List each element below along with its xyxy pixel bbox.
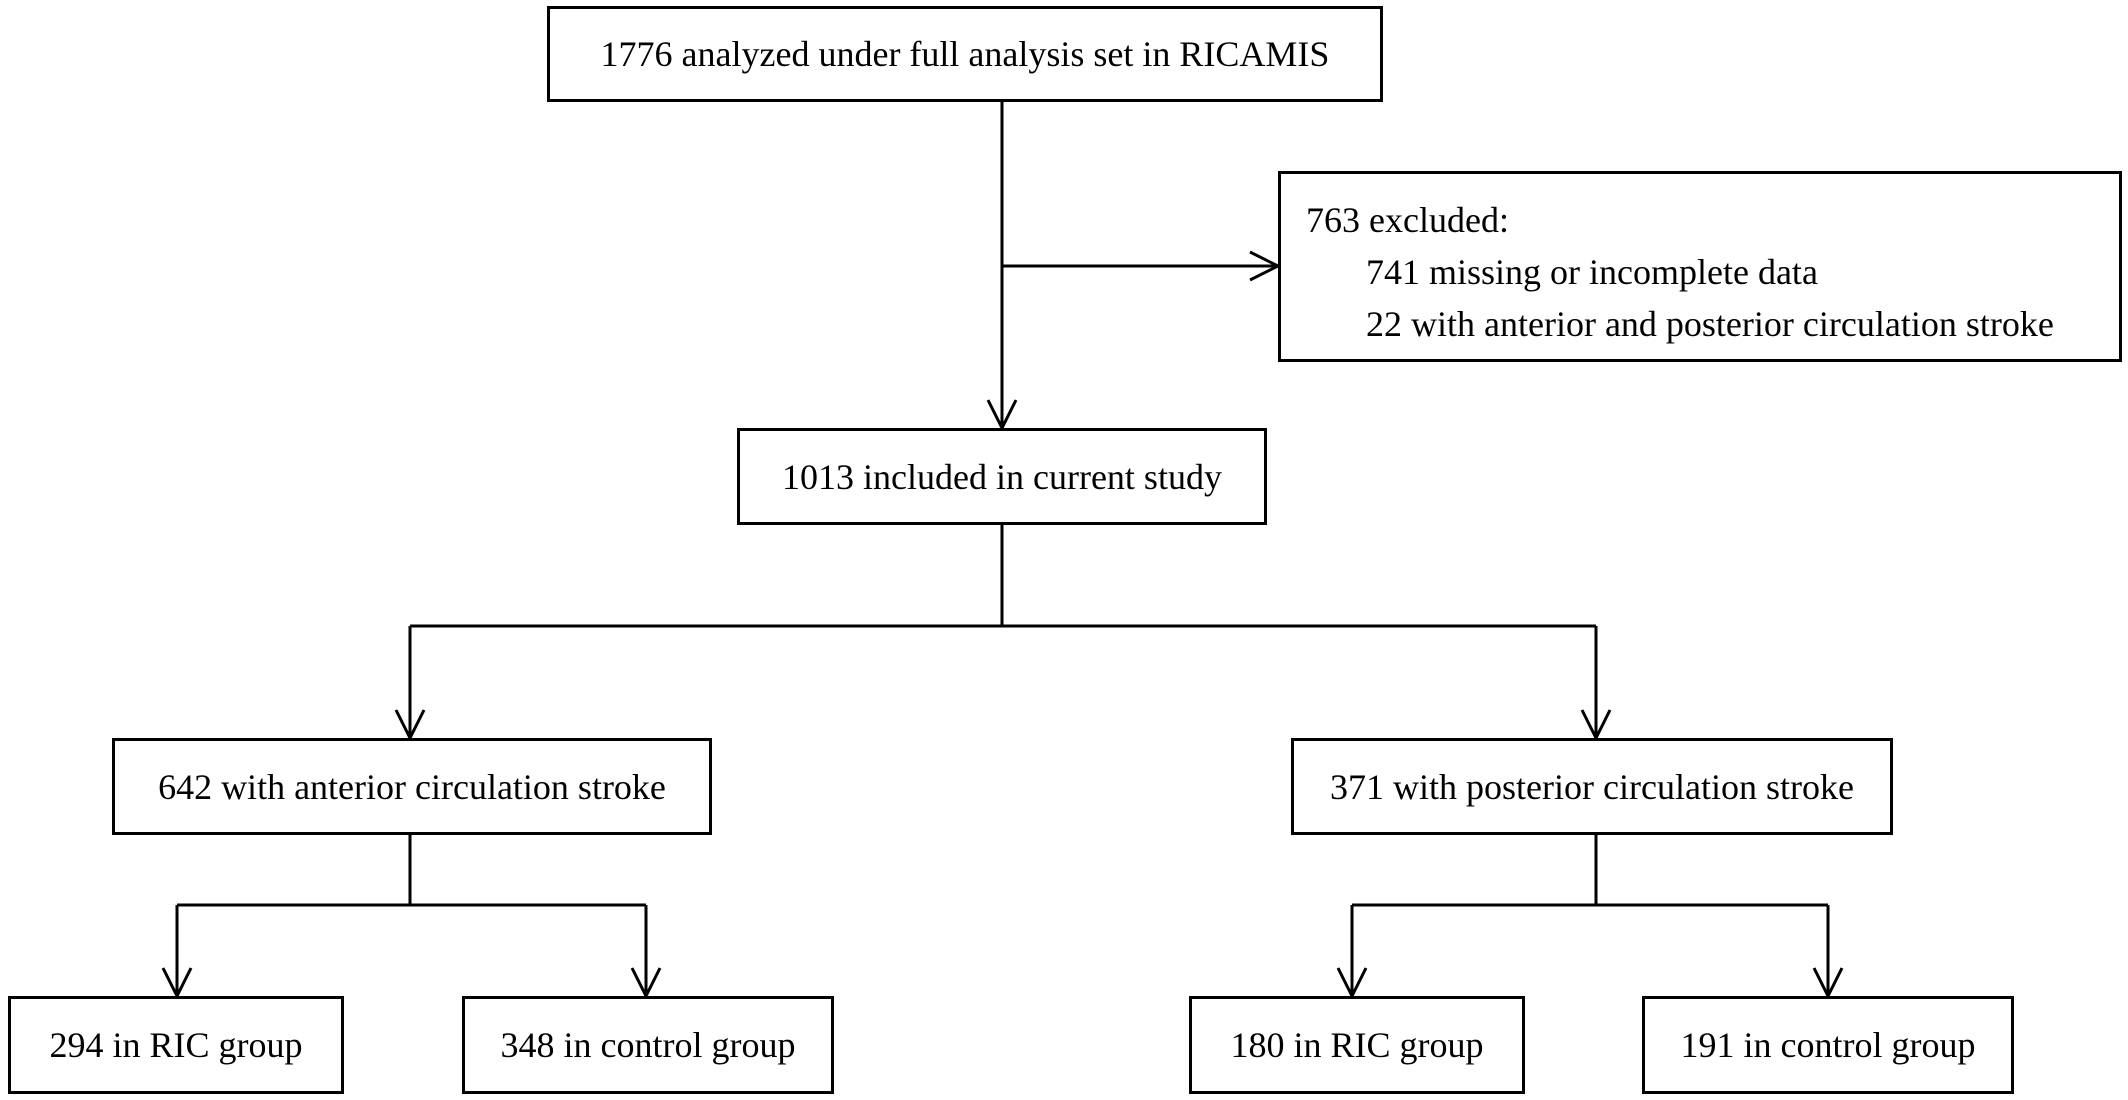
box-anterior-control-group: 348 in control group <box>462 996 834 1094</box>
box-full-analysis-set-text: 1776 analyzed under full analysis set in… <box>600 34 1330 74</box>
box-posterior-circulation-text: 371 with posterior circulation stroke <box>1330 766 1854 807</box>
box-full-analysis-set: 1776 analyzed under full analysis set in… <box>547 6 1383 102</box>
excluded-item-both-circulation: 22 with anterior and posterior circulati… <box>1366 304 2054 344</box>
excluded-item-missing-data: 741 missing or incomplete data <box>1366 252 1818 292</box>
box-anterior-ric-group: 294 in RIC group <box>8 996 344 1094</box>
box-posterior-control-group: 191 in control group <box>1642 996 2014 1094</box>
box-included-text: 1013 included in current study <box>782 456 1222 497</box>
box-posterior-circulation: 371 with posterior circulation stroke <box>1291 738 1893 835</box>
box-anterior-circulation-text: 642 with anterior circulation stroke <box>158 766 666 807</box>
box-anterior-control-group-text: 348 in control group <box>500 1025 796 1065</box>
box-posterior-ric-group: 180 in RIC group <box>1189 996 1525 1094</box>
box-excluded: 763 excluded: 741 missing or incomplete … <box>1278 171 2122 362</box>
box-posterior-ric-group-text: 180 in RIC group <box>1230 1025 1484 1065</box>
excluded-title: 763 excluded: <box>1306 200 1509 240</box>
box-anterior-ric-group-text: 294 in RIC group <box>49 1025 303 1065</box>
box-anterior-circulation: 642 with anterior circulation stroke <box>112 738 712 835</box>
box-posterior-control-group-text: 191 in control group <box>1680 1025 1976 1065</box>
box-included: 1013 included in current study <box>737 428 1267 525</box>
